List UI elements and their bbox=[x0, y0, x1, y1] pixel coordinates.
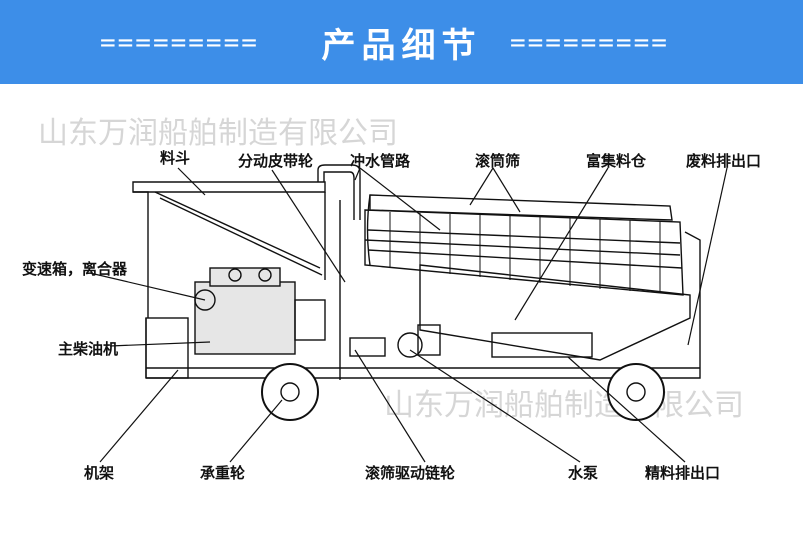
chain-drive-housing bbox=[349, 337, 386, 357]
drum-screen-top bbox=[369, 194, 673, 221]
label-gearbox-clutch: 变速箱，离合器 bbox=[22, 260, 128, 278]
fine-outlet-box bbox=[491, 332, 593, 358]
drum-screen-body bbox=[364, 209, 684, 296]
collection-bin-outline bbox=[419, 264, 691, 361]
watermark-company-bottom: 山东万润船舶制造有限公司 bbox=[384, 388, 744, 423]
header-banner: ========= 产品细节 ========= bbox=[0, 0, 803, 84]
wheel-right bbox=[607, 363, 665, 421]
label-belt-pulley: 分动皮带轮 bbox=[238, 152, 314, 170]
frame-left-box bbox=[145, 317, 189, 379]
hopper-slope bbox=[154, 191, 321, 269]
page-title: 产品细节 bbox=[321, 26, 482, 66]
machine-diagram bbox=[89, 164, 728, 463]
label-chain-wheel: 滚筛驱动链轮 bbox=[365, 464, 456, 482]
header-decoration-right: ========= bbox=[510, 28, 669, 58]
water-pump-body bbox=[397, 332, 423, 358]
label-water-pump: 水泵 bbox=[568, 464, 599, 482]
watermark-company-top: 山东万润船舶制造有限公司 bbox=[38, 116, 398, 151]
diesel-engine bbox=[194, 281, 296, 355]
chassis-frame-outline bbox=[146, 231, 701, 379]
header-decoration-left: ========= bbox=[100, 28, 259, 58]
label-waste-outlet: 废料排出口 bbox=[686, 152, 762, 170]
label-fine-outlet: 精料排出口 bbox=[645, 464, 721, 482]
label-wheel: 承重轮 bbox=[200, 464, 246, 482]
label-drum-screen: 滚筒筛 bbox=[475, 152, 521, 170]
label-frame: 机架 bbox=[84, 464, 115, 482]
wheel-left bbox=[261, 363, 319, 421]
label-collection-bin: 富集料仓 bbox=[586, 152, 647, 170]
hopper-top-rim bbox=[132, 181, 326, 193]
label-hopper: 料斗 bbox=[160, 149, 191, 167]
label-diesel-engine: 主柴油机 bbox=[58, 340, 119, 358]
label-flush-pipe: 冲水管路 bbox=[350, 152, 411, 170]
